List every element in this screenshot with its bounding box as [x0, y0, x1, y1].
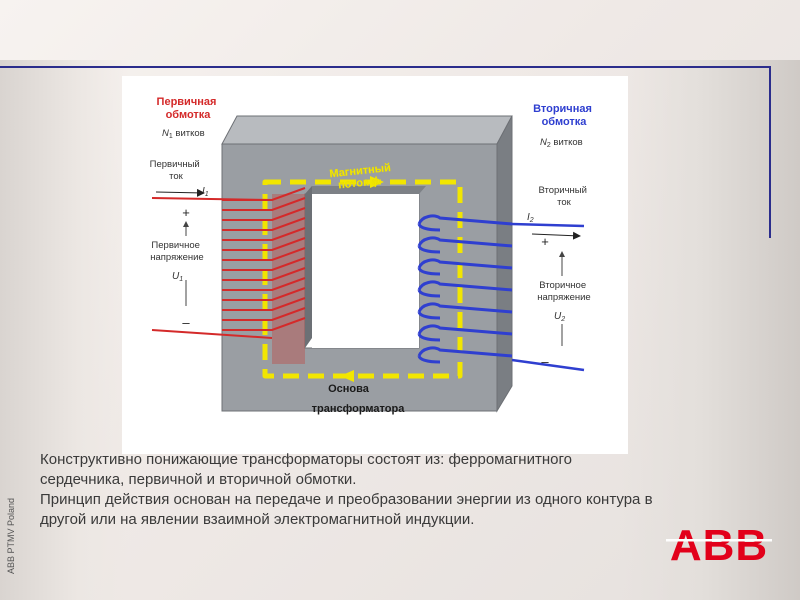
secondary-current-symbol: I2: [527, 212, 534, 224]
caption-line: другой или на явлении взаимной электрома…: [40, 510, 770, 530]
secondary-plus-sign: +: [541, 234, 549, 249]
secondary-minus-sign: –: [541, 354, 549, 369]
primary-plus-sign: +: [182, 205, 190, 220]
side-company-label: ABB PTMV Poland: [6, 486, 18, 586]
transformer-diagram: Первичная обмотка N1 витков Первичный то…: [122, 76, 628, 454]
header-rule: [0, 66, 770, 68]
primary-current-arrow: [156, 192, 204, 193]
caption-text: Конструктивно понижающие трансформаторы …: [40, 450, 770, 530]
caption-line: Принцип действия основан на передаче и п…: [40, 490, 770, 510]
caption-line: Конструктивно понижающие трансформаторы …: [40, 450, 770, 470]
svg-text:ABB: ABB: [670, 521, 768, 566]
core-window: [312, 194, 419, 348]
core-top-face: [222, 116, 512, 144]
primary-turns-label: N1 витков: [162, 128, 205, 140]
primary-minus-sign: –: [182, 315, 190, 330]
primary-current-symbol: I1: [202, 186, 209, 198]
right-rule: [769, 66, 771, 238]
caption-line: сердечника, первичной и вторичной обмотк…: [40, 470, 770, 490]
abb-logo: ABB: [666, 520, 772, 566]
primary-voltage-label: Первичное напряжение: [150, 240, 203, 263]
secondary-turns-label: N2 витков: [540, 137, 583, 149]
primary-winding-title: Первичная обмотка: [157, 96, 220, 121]
transformer-diagram-panel: Первичная обмотка N1 витков Первичный то…: [122, 76, 628, 454]
secondary-current-label: Вторичный ток: [538, 185, 589, 208]
core-window-inner-left: [305, 186, 312, 348]
secondary-voltage-label: Вторичное напряжение: [537, 280, 590, 303]
secondary-winding-title: Вторичная обмотка: [533, 103, 595, 128]
core-side-face: [497, 116, 512, 411]
primary-current-label: Первичный ток: [150, 159, 203, 182]
secondary-lead-top: [512, 224, 584, 226]
secondary-current-arrow: [532, 234, 580, 236]
